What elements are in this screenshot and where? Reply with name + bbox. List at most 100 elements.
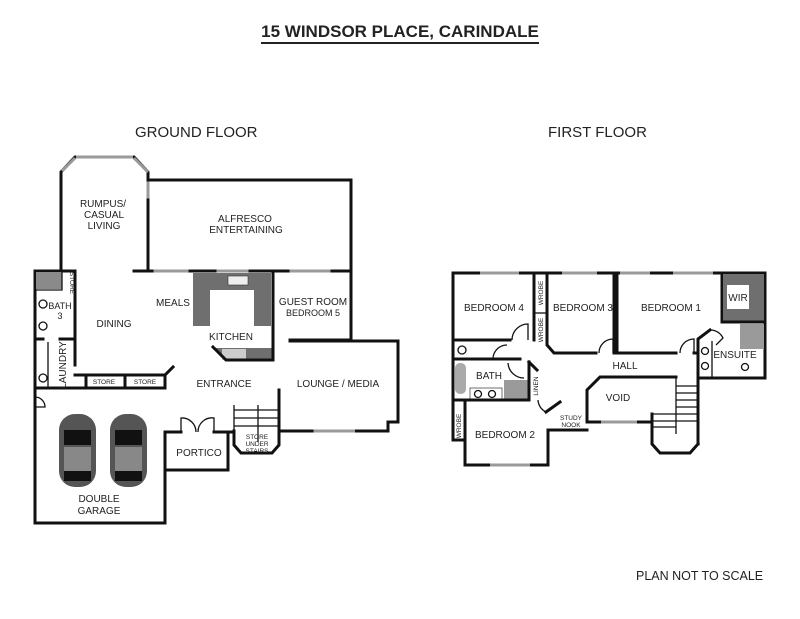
label-meals: MEALS: [156, 298, 190, 309]
room-alfresco: ALFRESCO ENTERTAINING: [146, 178, 353, 273]
label-laundry: LAUNDRY: [58, 341, 69, 389]
room-stores: STORE STORE: [73, 364, 176, 390]
label-garage-2: GARAGE: [78, 506, 121, 517]
svg-text:WROBE: WROBE: [538, 317, 545, 342]
scale-note: PLAN NOT TO SCALE: [636, 569, 764, 583]
svg-text:UNDER: UNDER: [245, 441, 268, 448]
svg-text:STORE: STORE: [93, 379, 116, 386]
label-guest-2: BEDROOM 5: [286, 308, 340, 318]
svg-text:LAUNDRY: LAUNDRY: [58, 341, 69, 389]
label-rumpus-1: RUMPUS/: [80, 199, 126, 210]
ground-floor-plan: RUMPUS/ CASUAL LIVING ALFRESCO ENTERTAIN…: [33, 155, 400, 525]
room-kitchen: KITCHEN: [193, 270, 275, 362]
svg-text:GARAGE: GARAGE: [78, 506, 121, 517]
label-garage-1: DOUBLE: [78, 494, 119, 505]
room-bath3: STORE BATH 3: [33, 270, 77, 367]
label-under-stairs-1: STORE: [246, 434, 269, 441]
label-alfresco-1: ALFRESCO: [218, 214, 272, 225]
car-icon: [110, 414, 147, 487]
svg-text:BEDROOM 4: BEDROOM 4: [464, 303, 524, 314]
label-alfresco-2: ENTERTAINING: [209, 225, 283, 236]
stairs-ground: STORE UNDER STAIRS: [232, 405, 281, 455]
svg-text:MEALS: MEALS: [156, 298, 190, 309]
room-bedroom4: BEDROOM 4 WROBE WROBE: [451, 271, 547, 442]
label-ensuite: ENSUITE: [713, 350, 757, 361]
label-void: VOID: [606, 393, 630, 404]
svg-text:BEDROOM 2: BEDROOM 2: [475, 430, 535, 441]
label-rumpus-3: LIVING: [88, 221, 121, 232]
first-floor-heading: FIRST FLOOR: [548, 124, 647, 141]
svg-text:DINING: DINING: [97, 319, 132, 330]
svg-text:STORE: STORE: [68, 272, 75, 295]
room-garage: DOUBLE GARAGE: [34, 396, 147, 517]
svg-text:KITCHEN: KITCHEN: [209, 332, 253, 343]
label-under-stairs-2: UNDER: [245, 441, 268, 448]
svg-text:WROBE: WROBE: [538, 280, 545, 305]
room-guest: GUEST ROOM BEDROOM 5: [279, 269, 353, 342]
svg-text:RUMPUS/: RUMPUS/: [80, 199, 126, 210]
label-store-small: STORE: [68, 272, 75, 295]
svg-text:WIR: WIR: [728, 293, 747, 304]
ground-floor-heading: GROUND FLOOR: [135, 124, 258, 141]
label-wir: WIR: [728, 293, 747, 304]
label-study-1: STUDY: [560, 415, 583, 422]
svg-text:HALL: HALL: [612, 361, 637, 372]
svg-text:STORE: STORE: [134, 379, 157, 386]
svg-text:BEDROOM 1: BEDROOM 1: [641, 303, 701, 314]
property-title: 15 WINDSOR PLACE, CARINDALE: [0, 22, 800, 44]
svg-text:PORTICO: PORTICO: [176, 448, 222, 459]
room-bedroom3: BEDROOM 3: [545, 271, 616, 355]
label-wrobe-2: WROBE: [538, 317, 545, 342]
label-store-2: STORE: [134, 379, 157, 386]
label-wrobe-3: WROBE: [456, 413, 463, 438]
svg-text:ENTERTAINING: ENTERTAINING: [209, 225, 283, 236]
label-rumpus-2: CASUAL: [84, 210, 124, 221]
svg-text:CASUAL: CASUAL: [84, 210, 124, 221]
room-bedroom1: BEDROOM 1 WIR: [615, 271, 767, 355]
room-ensuite: ENSUITE: [696, 324, 764, 380]
room-lounge: LOUNGE / MEDIA: [277, 339, 400, 433]
svg-text:VOID: VOID: [606, 393, 630, 404]
label-under-stairs-3: STAIRS: [246, 448, 270, 455]
svg-text:STORE: STORE: [246, 434, 269, 441]
svg-text:LOUNGE / MEDIA: LOUNGE / MEDIA: [297, 379, 380, 390]
label-entrance: ENTRANCE: [196, 379, 251, 390]
label-study-2: NOOK: [561, 422, 581, 429]
svg-text:BATH: BATH: [48, 301, 71, 311]
svg-text:STAIRS: STAIRS: [246, 448, 270, 455]
svg-text:LIVING: LIVING: [88, 221, 121, 232]
svg-text:WROBE: WROBE: [456, 413, 463, 438]
svg-text:STUDY: STUDY: [560, 415, 583, 422]
label-guest-1: GUEST ROOM: [279, 297, 347, 308]
svg-text:NOOK: NOOK: [561, 422, 581, 429]
label-bedroom1: BEDROOM 1: [641, 303, 701, 314]
svg-text:LINEN: LINEN: [533, 376, 540, 395]
label-bedroom2: BEDROOM 2: [475, 430, 535, 441]
label-bath3-2: 3: [57, 311, 62, 321]
label-bedroom3: BEDROOM 3: [553, 303, 613, 314]
svg-text:ALFRESCO: ALFRESCO: [218, 214, 272, 225]
label-wrobe-1: WROBE: [538, 280, 545, 305]
svg-text:ENSUITE: ENSUITE: [713, 350, 757, 361]
label-kitchen: KITCHEN: [209, 332, 253, 343]
label-store-1: STORE: [93, 379, 116, 386]
room-bedroom2: BEDROOM 2 WROBE STUDY NOOK: [451, 399, 589, 467]
label-portico: PORTICO: [176, 448, 222, 459]
stairs-first: [650, 376, 701, 455]
first-floor-plan: BEDROOM 4 WROBE WROBE BEDROOM 3 BEDROOM …: [451, 271, 767, 467]
svg-text:BEDROOM 5: BEDROOM 5: [286, 308, 340, 318]
label-dining: DINING: [97, 319, 132, 330]
label-bath3-1: BATH: [48, 301, 71, 311]
car-icon: [59, 414, 96, 487]
property-title-text: 15 WINDSOR PLACE, CARINDALE: [261, 22, 539, 44]
room-void: VOID: [585, 375, 678, 424]
svg-text:ENTRANCE: ENTRANCE: [196, 379, 251, 390]
room-portico: PORTICO: [163, 417, 234, 472]
room-rumpus: RUMPUS/ CASUAL LIVING: [59, 155, 150, 273]
label-bedroom4: BEDROOM 4: [464, 303, 524, 314]
room-laundry: LAUNDRY: [33, 341, 167, 390]
svg-text:BATH: BATH: [476, 371, 502, 382]
svg-text:DOUBLE: DOUBLE: [78, 494, 119, 505]
svg-text:BEDROOM 3: BEDROOM 3: [553, 303, 613, 314]
